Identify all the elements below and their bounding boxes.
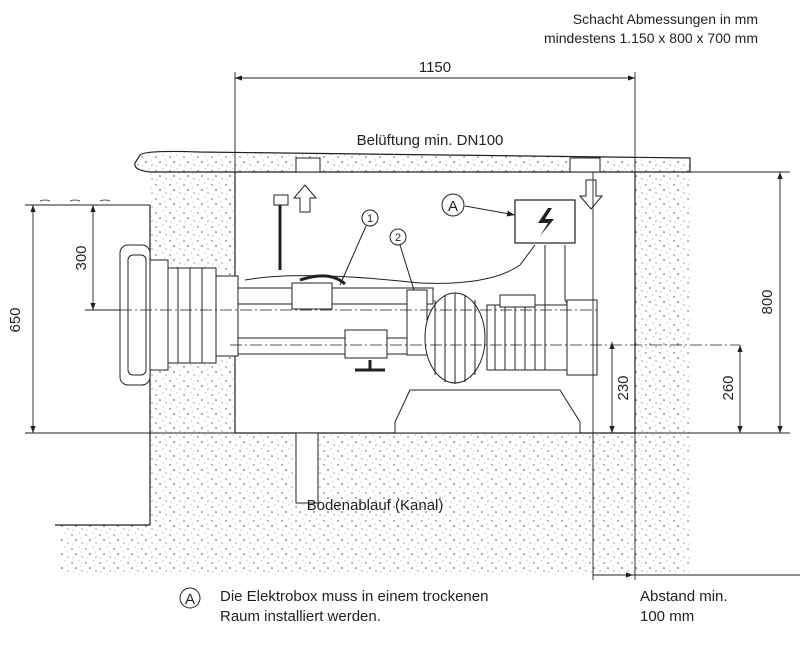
callout-1: 1 xyxy=(367,213,373,225)
drain-pipe xyxy=(295,432,319,504)
callouts: 1 2 xyxy=(339,209,415,291)
dim-motor-axis: 260 xyxy=(720,375,737,400)
center-lines xyxy=(100,309,740,346)
airflow-arrows xyxy=(292,179,604,213)
ventilation-label: Belüftung min. DN100 xyxy=(357,132,504,149)
pipes xyxy=(237,194,586,372)
dim-width: 1150 xyxy=(419,59,451,76)
marker-a-circle xyxy=(441,193,465,217)
header-line-1: Schacht Abmessungen in mm xyxy=(573,11,758,27)
marker-a-label: A xyxy=(448,198,458,215)
arrow-down-icon xyxy=(578,179,604,210)
dim-pump-axis: 230 xyxy=(615,375,632,400)
distance-line-2: 100 mm xyxy=(640,608,694,625)
wall-inlet-fitting xyxy=(119,244,239,386)
dim-inlet-depth: 300 xyxy=(73,245,90,270)
pump xyxy=(394,292,598,434)
drain-label: Bodenablauf (Kanal) xyxy=(307,497,444,514)
arrow-up-icon xyxy=(292,184,318,213)
dim-water-depth: 650 xyxy=(7,307,24,332)
note-line-2: Raum installiert werden. xyxy=(220,608,381,625)
water-surface xyxy=(30,199,150,206)
note-marker: A xyxy=(185,591,195,608)
header-line-2: mindestens 1.150 x 800 x 700 mm xyxy=(544,30,758,46)
note-line-1: Die Elektrobox muss in einem trockenen xyxy=(220,588,488,605)
electro-box: A xyxy=(441,193,576,244)
distance-line-1: Abstand min. xyxy=(640,588,728,605)
top-slab xyxy=(134,150,691,173)
lightning-icon xyxy=(538,208,554,236)
note-marker-circle xyxy=(179,587,201,609)
callout-2: 2 xyxy=(395,232,401,244)
dimension-lines xyxy=(25,72,800,580)
ground xyxy=(55,150,691,575)
dim-shaft-height: 800 xyxy=(759,289,776,314)
